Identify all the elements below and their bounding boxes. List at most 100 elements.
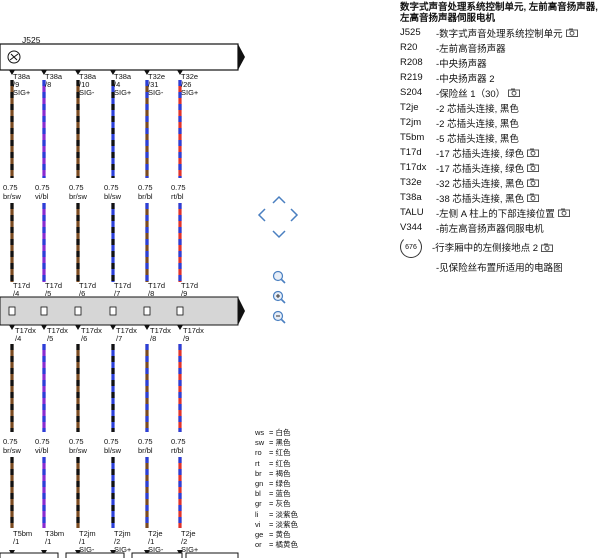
top-pin-arrow [177,70,183,75]
color-key-entry: ge= 黄色 [255,530,298,540]
legend-desc: -2 芯插头连接, 黑色 [436,103,519,115]
color-abbrev: ro [255,448,262,458]
lower-pin-arrow [75,325,81,330]
lower-wire-color: vi/bl [35,446,49,455]
zoom-fit-icon[interactable] [272,270,286,284]
connector-pin-box [40,306,48,316]
lower-pin-arrow [144,325,150,330]
color-key-entry: or= 橘黄色 [255,540,298,550]
legend-desc: -数字式声音处理系统控制单元 [436,28,563,40]
legend-code: R219 [400,72,423,83]
lower-wire-color: br/sw [3,446,21,455]
bottom-connector-pin: T2jm /2 [114,529,131,546]
color-key-entry: sw = 黑色 [255,438,298,448]
color-abbrev: gr [255,499,262,509]
navigation-controls [250,190,310,330]
zoom-in-icon[interactable] [272,290,286,304]
top-connector-signal: SIG+ [13,88,31,97]
legend-code: T32e [400,177,422,188]
color-key-entry: gn = 绿色 [255,479,298,489]
color-key-entry: bl= 蓝色 [255,489,298,499]
bottom-connector-pin: T2je /1 [148,529,163,546]
lower-wire-color: br/bl [138,446,153,455]
bottom-connector-pin: T2je /2 [181,529,196,546]
legend-desc: -17 芯插头连接, 绿色 [436,148,525,160]
legend-row: R20-左前高音扬声器 [400,40,602,55]
legend-code: S204 [400,87,423,98]
legend-code: T38a [400,192,422,203]
pan-down-icon[interactable] [272,230,286,240]
top-connector-pin: T38a /8 [45,72,63,89]
connector-band-arrow [238,297,245,325]
camera-icon[interactable] [527,163,540,172]
wiring-diagram-canvas [0,43,245,558]
lower-pin-arrow [9,325,15,330]
color-abbrev: gn [255,479,264,489]
t17d-pin-label: T17d /8 [148,281,166,298]
legend-row: T5bm-5 芯插头连接, 黑色 [400,130,602,145]
color-abbrev: or [255,540,262,550]
camera-icon[interactable] [527,193,540,202]
bottom-component-box [185,552,239,558]
camera-icon[interactable] [527,178,540,187]
legend-desc: -保险丝 1（30） [436,88,506,100]
top-connector-pin: T38a /10 [79,72,97,89]
t17d-pin-label: T17d /4 [13,281,31,298]
color-abbrev: vi [255,519,261,529]
bottom-component-box [0,552,59,558]
pan-left-icon[interactable] [256,208,266,222]
bottom-component-box [131,552,183,558]
bottom-connector-pin: T5bm /1 [13,529,33,546]
camera-icon[interactable] [557,208,570,217]
color-key-entry: rt = 红色 [255,459,298,469]
color-name: = 红色 [269,458,291,468]
legend-row: J525-数字式声音处理系统控制单元 [400,25,602,40]
lower-wire-size: 0.75 [104,437,119,446]
legend-row: T17d-17 芯插头连接, 绿色 [400,145,602,160]
bottom-connector-signal: SIG- [148,545,164,554]
upper-wire-color: br/bl [138,192,153,201]
camera-icon[interactable] [541,243,554,252]
lower-wire-size: 0.75 [171,437,186,446]
legend-row: T2je-2 芯插头连接, 黑色 [400,100,602,115]
color-name: = 蓝色 [269,489,291,499]
legend-desc: -左侧 A 柱上的下部连接位置 [436,208,555,220]
top-connector-pin: T38a /9 [13,72,31,89]
zoom-out-icon[interactable] [272,310,286,324]
top-pin-arrow [144,70,150,75]
t17dx-pin-label: T17dx /5 [47,326,68,343]
legend-desc: -32 芯插头连接, 黑色 [436,178,525,190]
lower-wire-color: rt/bl [171,446,184,455]
camera-icon[interactable] [527,148,540,157]
camera-icon[interactable] [565,28,578,37]
camera-icon[interactable] [508,88,521,97]
top-connector-pin: T38a /4 [114,72,132,89]
lower-wire-size: 0.75 [35,437,50,446]
bottom-connector-signal: SIG+ [181,545,199,554]
pan-right-icon[interactable] [290,208,300,222]
t17d-pin-label: T17d /9 [181,281,199,298]
legend-desc: -17 芯插头连接, 绿色 [436,163,525,175]
color-abbrev: rt [255,458,260,468]
legend-row: R219-中央扬声器 2 [400,70,602,85]
component-j525-arrow [238,44,245,70]
pan-up-icon[interactable] [272,194,286,204]
top-connector-signal: SIG+ [181,88,199,97]
color-name: = 绿色 [269,479,291,489]
upper-wire-color: vi/bl [35,192,49,201]
color-abbrev: sw [255,438,265,448]
legend-row: R208-中央扬声器 [400,55,602,70]
ground-number: 676 [405,243,417,251]
lower-pin-arrow [110,325,116,330]
color-name: = 黑色 [269,438,291,448]
color-name: = 淡紫色 [269,509,298,519]
ground-point-icon: 676 [400,236,422,258]
legend-title: 数字式声音处理系统控制单元, 左前高音扬声器, 左高音扬声器伺服电机 [400,2,598,24]
top-connector-pin: T32e /26 [181,72,199,89]
t17d-pin-label: T17d /5 [45,281,63,298]
top-pin-arrow [41,70,47,75]
t17d-pin-label: T17d /6 [79,281,97,298]
bottom-connector-pin: T2jm /1 [79,529,96,546]
legend-desc: -2 芯插头连接, 黑色 [436,118,519,130]
bottom-connector-signal: SIG+ [114,545,132,554]
